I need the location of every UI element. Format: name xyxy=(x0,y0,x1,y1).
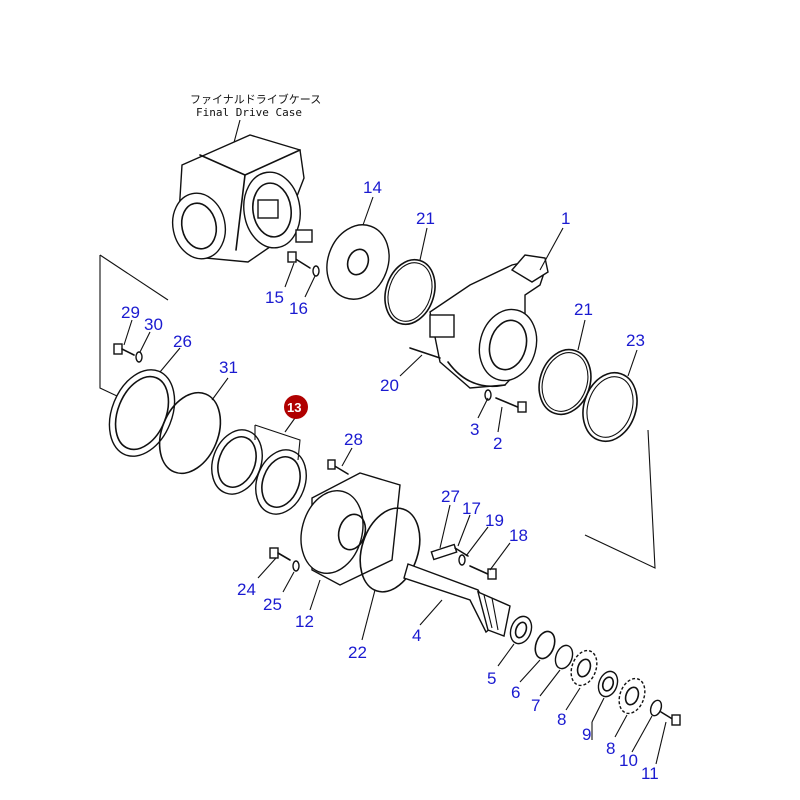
part-19-washer xyxy=(458,554,466,566)
label-part-5: 5 xyxy=(487,669,496,688)
part-3-washer xyxy=(484,389,492,401)
label-part-20: 20 xyxy=(380,376,399,395)
part-5-bearing xyxy=(509,615,533,645)
label-part-24: 24 xyxy=(237,580,256,599)
label-part-29: 29 xyxy=(121,303,140,322)
part-28-pin xyxy=(327,459,349,475)
highlight-marker: 13 xyxy=(284,395,308,419)
label-part-9: 9 xyxy=(582,725,591,744)
label-part-8a: 8 xyxy=(557,710,566,729)
label-part-19: 19 xyxy=(485,511,504,530)
part-21-oring-upper xyxy=(384,258,436,326)
part-17-bolt xyxy=(454,547,469,557)
part-9-bearing xyxy=(597,670,619,698)
label-part-27: 27 xyxy=(441,487,460,506)
part-26-flange xyxy=(108,369,176,457)
part-15-bolt xyxy=(287,251,311,269)
label-part-28: 28 xyxy=(344,430,363,449)
final-drive-case xyxy=(171,134,313,263)
label-part-3: 3 xyxy=(470,420,479,439)
part-2-bolt xyxy=(495,397,527,413)
label-part-14: 14 xyxy=(363,178,382,197)
label-part-18: 18 xyxy=(509,526,528,545)
part-10-washer xyxy=(649,699,663,717)
case-label-japanese: ファイナルドライブケース xyxy=(190,92,321,106)
part-22-disc xyxy=(359,507,421,593)
part-16-washer xyxy=(312,265,320,277)
label-part-31: 31 xyxy=(219,358,238,377)
part-1-housing xyxy=(429,254,549,389)
right-group-bracket xyxy=(584,429,656,569)
part-20-pin xyxy=(409,347,441,359)
part-21-oring-lower xyxy=(538,348,592,416)
label-part-15: 15 xyxy=(265,288,284,307)
part-30-washer xyxy=(135,351,143,363)
part-31-oring xyxy=(158,391,222,475)
label-part-2: 2 xyxy=(493,434,502,453)
part-13-bearing-pair xyxy=(211,429,307,515)
part-14-disc xyxy=(326,224,390,300)
part-25-washer xyxy=(292,560,300,572)
part-8-gear-upper xyxy=(570,649,598,687)
part-29-bolt xyxy=(113,343,135,356)
part-4-shaft xyxy=(403,563,511,637)
part-24-bolt xyxy=(269,547,291,561)
label-part-8b: 8 xyxy=(606,739,615,758)
part-8-gear-lower xyxy=(618,677,646,715)
label-part-30: 30 xyxy=(144,315,163,334)
label-part-23: 23 xyxy=(626,331,645,350)
label-part-7: 7 xyxy=(531,696,540,715)
part-6-snap-ring xyxy=(534,630,556,660)
label-part-26: 26 xyxy=(173,332,192,351)
label-part-4: 4 xyxy=(412,626,421,645)
part-7-spacer xyxy=(554,644,574,670)
label-part-17: 17 xyxy=(462,499,481,518)
part-23-ring xyxy=(582,371,638,443)
highlight-number: 13 xyxy=(287,400,301,415)
part-27-plate xyxy=(430,543,458,561)
label-part-21-lower: 21 xyxy=(574,300,593,319)
label-part-25: 25 xyxy=(263,595,282,614)
case-label-english: Final Drive Case xyxy=(196,106,302,119)
part-11-bolt xyxy=(660,711,681,726)
label-part-22: 22 xyxy=(348,643,367,662)
label-part-6: 6 xyxy=(511,683,520,702)
label-part-11: 11 xyxy=(641,764,659,783)
label-part-12: 12 xyxy=(295,612,314,631)
label-part-10: 10 xyxy=(619,751,638,770)
label-part-1: 1 xyxy=(561,209,570,228)
part-18-bolt xyxy=(469,565,497,580)
part-12-carrier xyxy=(300,472,401,586)
label-part-16: 16 xyxy=(289,299,308,318)
label-part-21-upper: 21 xyxy=(416,209,435,228)
